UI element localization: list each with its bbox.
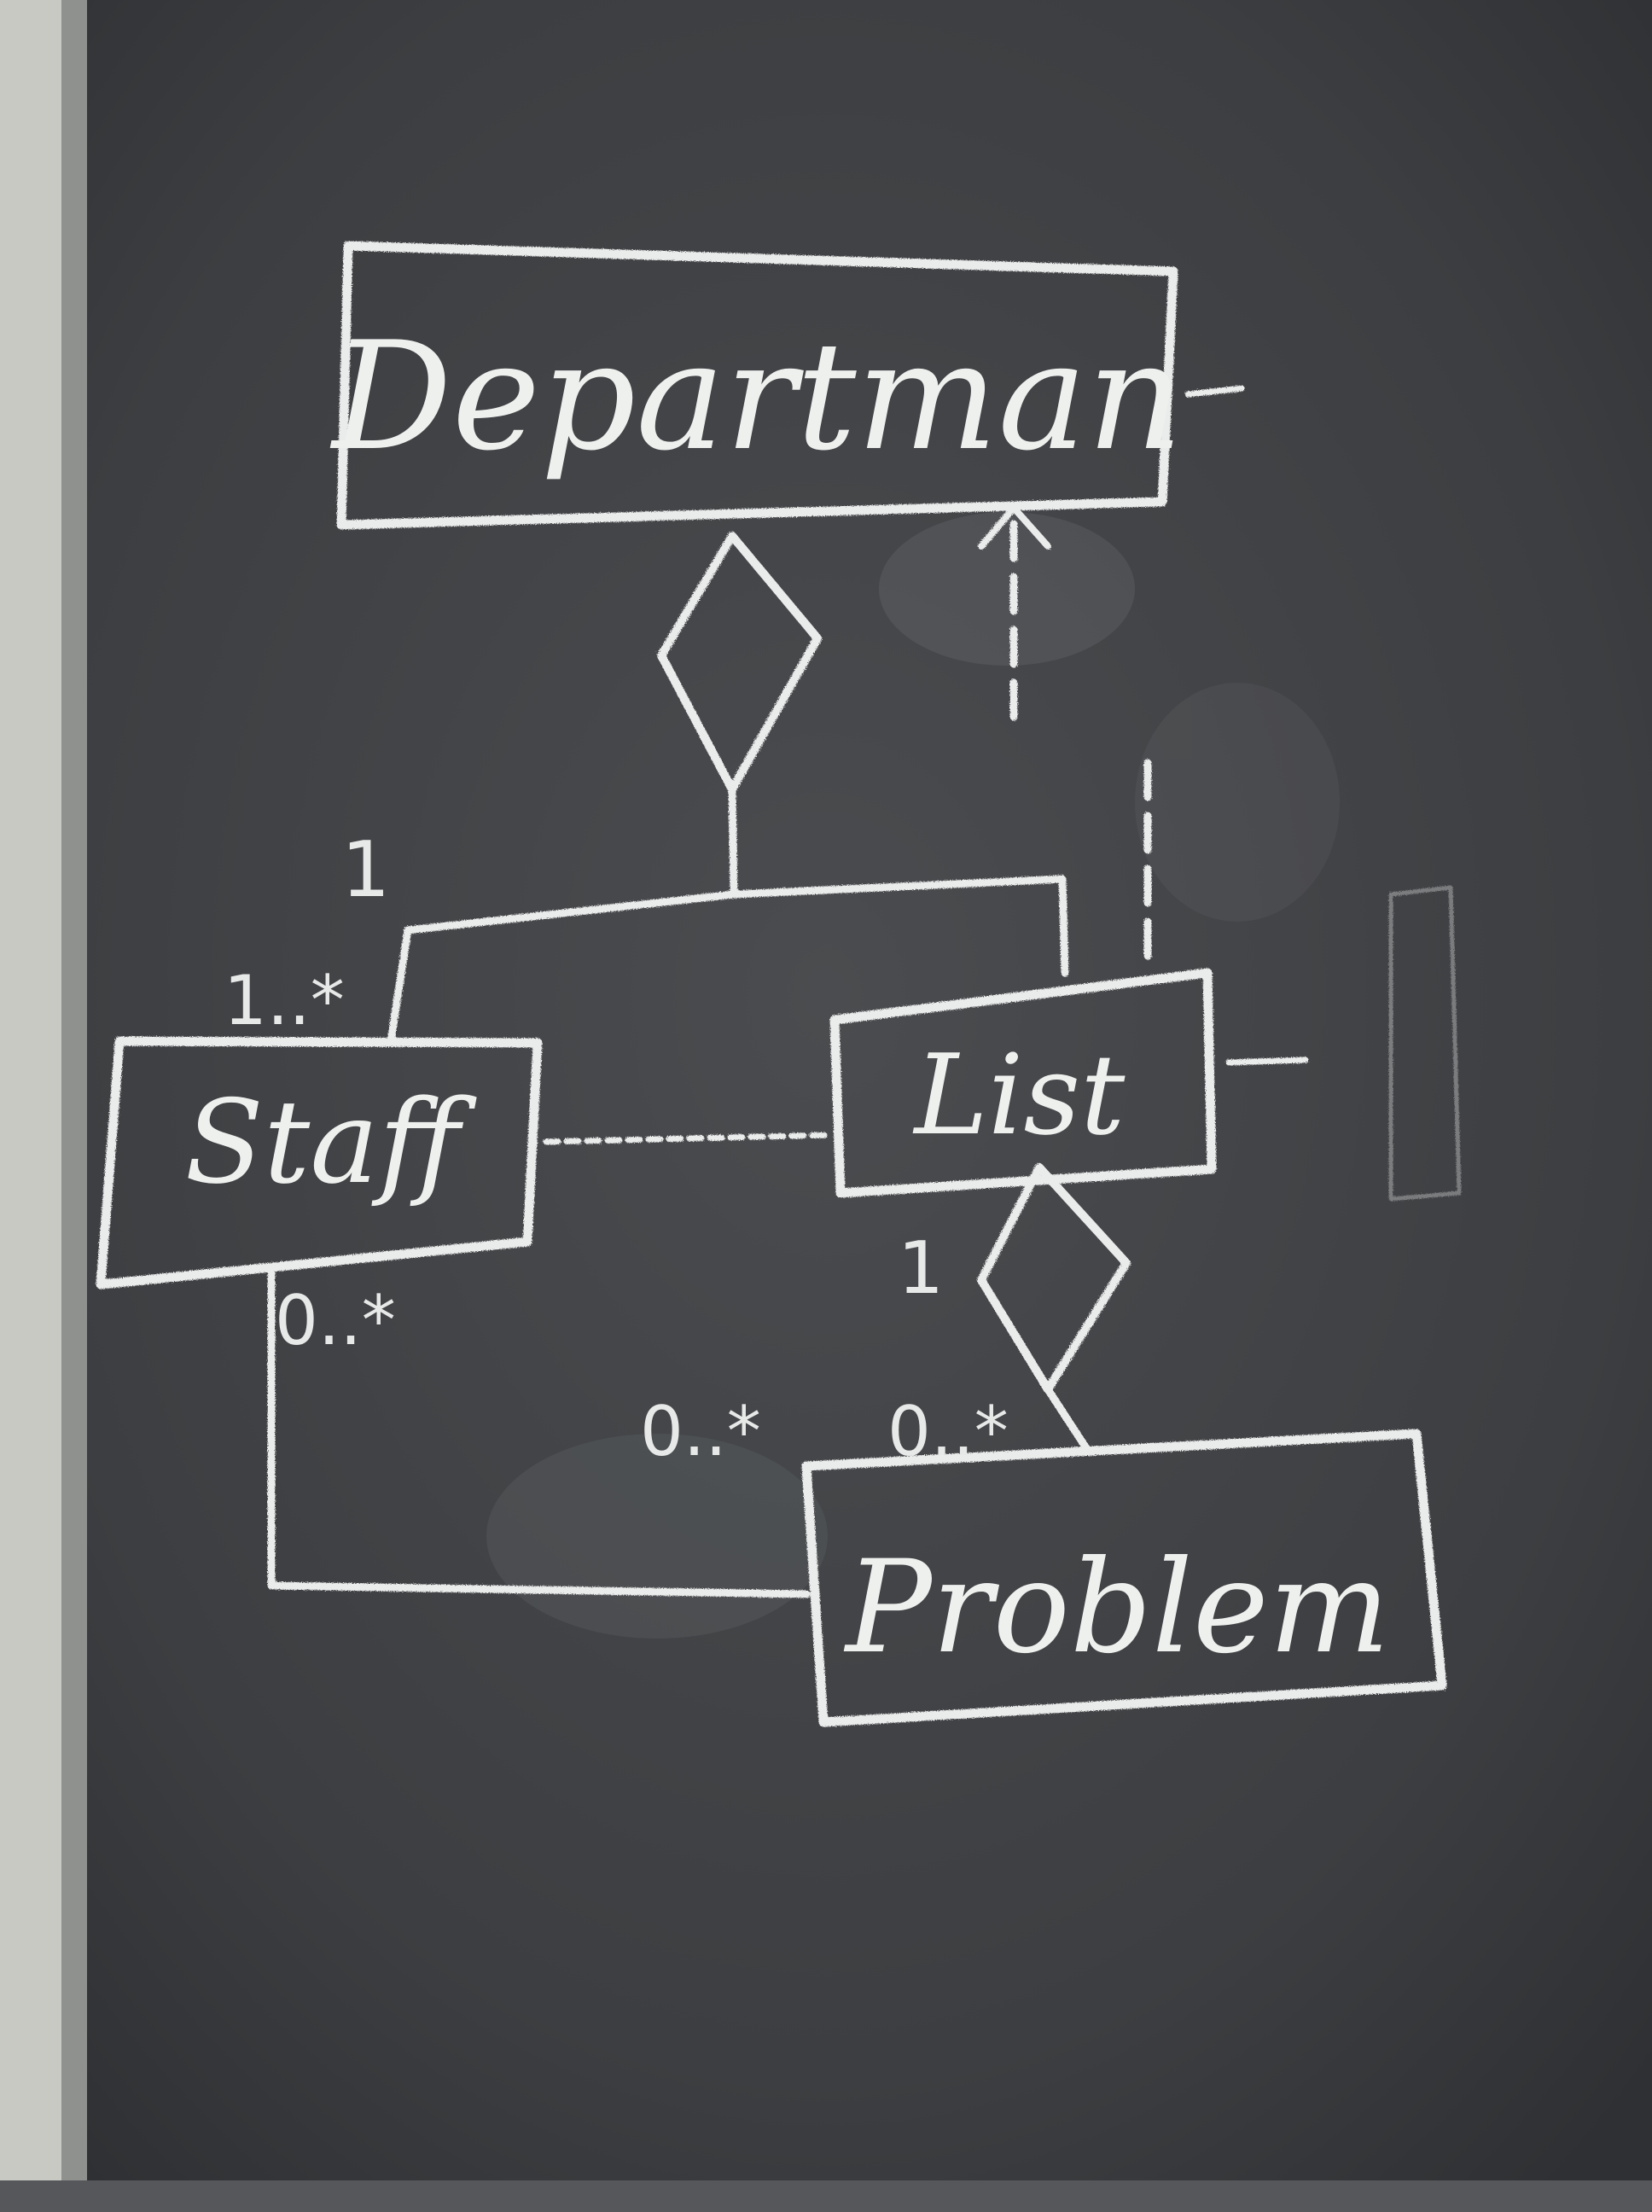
association-staff-problem [267,1267,811,1598]
staff-box [96,1036,543,1289]
board-frame-left [0,0,61,2212]
multiplicity-staff-problem-staff-end: 0..* [275,1281,396,1360]
class-name-staff: Staff [185,1075,477,1209]
dependency-arrowhead [978,504,1051,550]
class-name-problem: Problem [843,1534,1390,1682]
multiplicity-problem-list-end: 0..* [887,1392,1009,1471]
multiplicity-staff-end: 1..* [224,961,345,1040]
dependency-list-department [1009,508,1152,960]
problem-box [801,1429,1447,1727]
board-ledge [0,2180,1652,2212]
list-right-stub [1225,1057,1309,1066]
class-name-list: List [913,1030,1126,1160]
association-staff-list [543,1132,835,1145]
multiplicity-list-end: 1 [898,1226,944,1311]
list-box [829,968,1217,1198]
multiplicity-department-end: 1 [341,825,390,915]
faint-erased-box [1388,885,1462,1202]
multiplicity-staff-problem-problem-end: 0..* [640,1392,761,1471]
department-right-stub [1184,385,1245,398]
class-name-department: Departman [329,311,1183,484]
list-problem-link [1044,1385,1092,1455]
department-aggregation-branch [387,785,1069,1045]
department-box [336,241,1178,530]
board-frame-shadow [61,0,87,2212]
